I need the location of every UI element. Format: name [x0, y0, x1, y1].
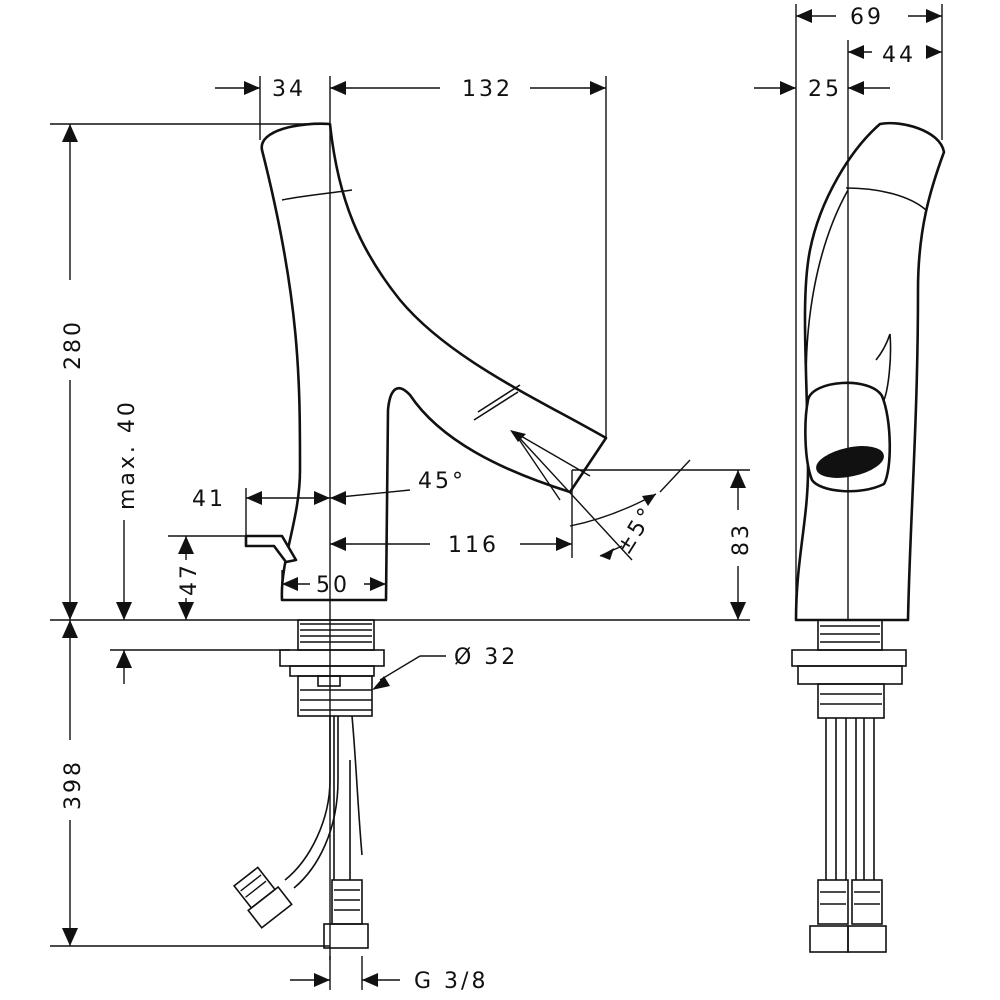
dim-280: 280 — [61, 319, 86, 370]
dim-83: 83 — [729, 522, 754, 556]
dim-dia32: Ø 32 — [454, 645, 518, 670]
hose-left — [284, 716, 331, 881]
extension-lines-side — [795, 4, 943, 620]
dim-47: 47 — [177, 562, 202, 596]
dim-398: 398 — [61, 759, 86, 810]
mounting-nut — [279, 649, 385, 667]
dim-g38: G 3/8 — [414, 969, 488, 994]
angle-45: 45° — [418, 469, 466, 494]
top-band-front — [281, 189, 353, 201]
side-thread-lines — [820, 625, 882, 705]
arrowheads-front — [62, 81, 746, 987]
faucet-body-front — [260, 122, 608, 602]
faucet-body-side — [794, 121, 946, 622]
side-top-band — [845, 187, 927, 211]
dim-25: 25 — [808, 77, 842, 102]
mounting-washer — [289, 665, 375, 677]
dim-116: 116 — [448, 533, 499, 558]
dim-max40: max. 40 — [115, 399, 140, 510]
dim-34: 34 — [272, 77, 306, 102]
lever-front — [244, 534, 298, 564]
arrowheads-side — [780, 9, 942, 95]
thread-lines — [300, 623, 372, 711]
hose-left-outer — [293, 716, 339, 889]
aerator-band-front-2 — [473, 391, 519, 421]
aerator-side — [816, 446, 884, 478]
side-threaded-shank — [817, 683, 885, 719]
front-view: 34 132 280 max. 40 41 45° 116 ±5° 83 47 … — [50, 76, 754, 994]
side-hose-fittings — [809, 879, 887, 953]
side-mounting-nut — [791, 649, 907, 667]
dim-44: 44 — [882, 43, 916, 68]
side-inner-contour — [805, 189, 849, 421]
dim-69: 69 — [850, 5, 884, 30]
side-hoses — [825, 718, 875, 880]
hose-fitting-right — [323, 879, 369, 949]
side-base-shank — [817, 619, 883, 651]
dim-41: 41 — [192, 487, 226, 512]
popup-rod — [351, 715, 363, 856]
side-lever-tip — [875, 333, 892, 401]
hose-fitting-left — [232, 866, 293, 929]
shank-clip — [317, 675, 341, 687]
angle-5: ±5° — [612, 501, 661, 559]
aerator-band-front — [477, 384, 521, 413]
side-mounting-washer — [797, 665, 903, 685]
side-view: 69 44 25 — [754, 4, 946, 953]
extension-lines-front — [50, 76, 750, 990]
dim-50: 50 — [316, 573, 350, 598]
dim-132: 132 — [462, 77, 513, 102]
